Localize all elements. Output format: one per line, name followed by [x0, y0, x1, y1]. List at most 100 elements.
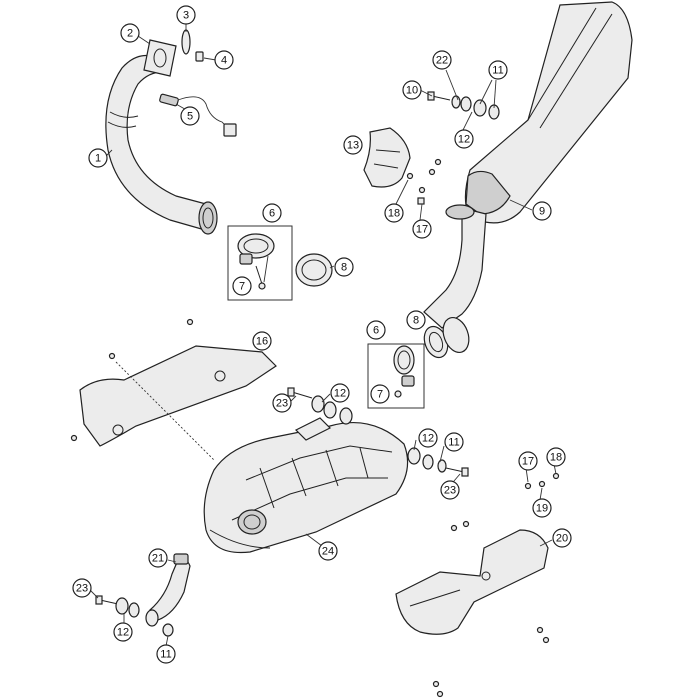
callout-number: 24 — [322, 546, 334, 558]
callout-lambda-sensor: 5 — [180, 106, 200, 126]
callout-circle — [88, 148, 108, 168]
callout-circle — [318, 541, 338, 561]
callout-circle — [72, 578, 92, 598]
callout-circle — [366, 320, 386, 340]
callout-silencer: 9 — [532, 201, 552, 221]
callout-circle — [148, 548, 168, 568]
callout-circle — [532, 498, 552, 518]
callout-number: 2 — [127, 28, 133, 40]
clamp-upper-frame — [227, 225, 293, 301]
callout-washer-22: 22 — [432, 50, 452, 70]
callout-bolt-right: 23 — [440, 480, 460, 500]
callout-screw-lower: 18 — [546, 447, 566, 467]
heat-shield-right — [395, 529, 549, 635]
callout-number: 3 — [183, 10, 189, 22]
callout-bolt-mid: 23 — [272, 393, 292, 413]
callout-number: 11 — [448, 437, 459, 449]
callout-number: 23 — [444, 485, 456, 497]
callout-circle — [418, 428, 438, 448]
callout-number: 13 — [347, 140, 359, 152]
pre-silencer — [203, 417, 409, 554]
callout-number: 9 — [539, 206, 545, 218]
callout-sealing-ring-lower: 8 — [406, 310, 426, 330]
callout-nut: 4 — [214, 50, 234, 70]
heat-shield-left — [70, 318, 277, 461]
callout-circle — [180, 106, 200, 126]
small-fasteners-upper — [406, 158, 442, 205]
callout-circle — [156, 644, 176, 664]
callout-number: 23 — [76, 583, 88, 595]
callout-bushing-upper: 12 — [454, 129, 474, 149]
callout-circle — [214, 50, 234, 70]
callout-number: 23 — [276, 398, 288, 410]
callout-washer-upper: 11 — [488, 60, 508, 80]
callout-circle — [384, 203, 404, 223]
callout-circle — [402, 80, 422, 100]
callout-sealing-ring-upper: 8 — [334, 257, 354, 277]
callout-circle — [412, 219, 432, 239]
callout-circle — [432, 50, 452, 70]
callout-number: 16 — [256, 336, 268, 348]
sealing-ring-upper — [295, 253, 333, 287]
callout-circle — [272, 393, 292, 413]
callout-number: 18 — [550, 452, 562, 464]
callout-clip-lower: 17 — [518, 451, 538, 471]
silencer — [423, 1, 633, 329]
callout-circle — [262, 203, 282, 223]
callout-heat-shield-left: 16 — [252, 331, 272, 351]
bushings-mid — [287, 387, 353, 425]
callout-clip-upper: 17 — [412, 219, 432, 239]
callout-washer-right: 11 — [444, 432, 464, 452]
callout-number: 22 — [436, 55, 448, 67]
callout-screw-upper: 18 — [384, 203, 404, 223]
clamp-lower-frame — [367, 343, 425, 409]
callout-bracket-sensor: 21 — [148, 548, 168, 568]
callout-number: 20 — [556, 533, 568, 545]
clamp-lower — [393, 345, 415, 398]
callout-circle — [532, 201, 552, 221]
flange — [143, 29, 204, 77]
callout-clamp-lower: 6 — [366, 320, 386, 340]
callout-circle — [252, 331, 272, 351]
callout-number: 21 — [152, 553, 164, 565]
callout-washer-lower: 11 — [156, 644, 176, 664]
callout-circle — [406, 310, 426, 330]
callout-gasket: 2 — [120, 23, 140, 43]
callout-spring-washer: 19 — [532, 498, 552, 518]
callout-bushing-right: 12 — [418, 428, 438, 448]
lambda-sensor — [159, 93, 237, 137]
callout-circle — [488, 60, 508, 80]
bolt-washers-upper — [427, 91, 500, 120]
callout-bolt-lower: 23 — [72, 578, 92, 598]
callout-number: 6 — [373, 325, 379, 337]
callout-circle — [334, 257, 354, 277]
bracket-sensor — [145, 553, 191, 627]
callout-number: 7 — [377, 389, 383, 401]
callout-circle — [232, 276, 252, 296]
callout-circle — [113, 622, 133, 642]
callout-circle — [370, 384, 390, 404]
callout-number: 12 — [334, 388, 346, 400]
callout-number: 8 — [413, 315, 419, 327]
callout-number: 1 — [95, 153, 101, 165]
callout-heat-shield-small: 13 — [343, 135, 363, 155]
clamp-upper — [237, 233, 275, 290]
callout-number: 17 — [416, 224, 428, 236]
callout-circle — [176, 5, 196, 25]
callout-clamp-upper: 6 — [262, 203, 282, 223]
callout-circle — [454, 129, 474, 149]
callout-heat-shield-right: 20 — [552, 528, 572, 548]
callout-number: 12 — [117, 627, 129, 639]
callout-circle — [518, 451, 538, 471]
callout-number: 7 — [239, 281, 245, 293]
callout-circle — [552, 528, 572, 548]
callout-clamp-bolt-lower: 7 — [370, 384, 390, 404]
callout-clamp-bolt-upper: 7 — [232, 276, 252, 296]
callout-header-pipe: 1 — [88, 148, 108, 168]
callout-number: 11 — [492, 65, 503, 77]
header-pipe — [105, 54, 218, 235]
callout-number: 17 — [522, 456, 534, 468]
